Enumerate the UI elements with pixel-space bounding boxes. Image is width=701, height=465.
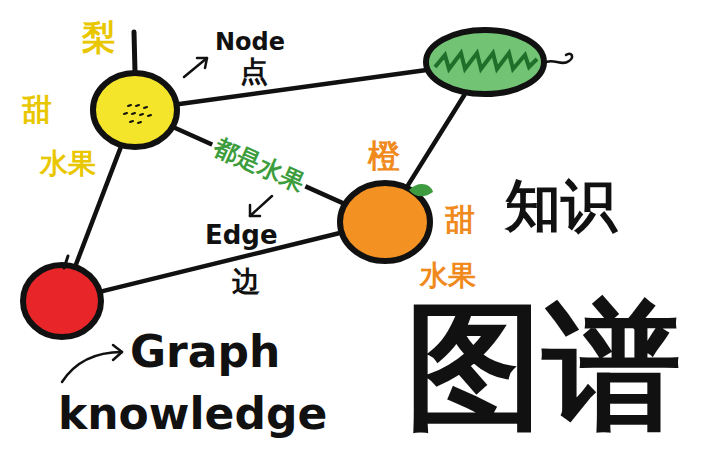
edge-pointer	[250, 196, 272, 216]
node-callout: Node	[215, 30, 285, 54]
english-word: knowledge	[58, 392, 327, 436]
orange-leaf	[409, 184, 433, 196]
fruit-node	[20, 262, 104, 340]
attribute-label: 水果	[40, 150, 96, 178]
pear-dot	[138, 122, 141, 123]
pear-dot	[130, 121, 133, 122]
english-word: Graph	[130, 330, 280, 374]
heading-word: 知识	[505, 178, 617, 234]
fruit-node	[423, 27, 547, 97]
attribute-label: 梨	[82, 20, 116, 54]
attribute-label: 甜	[22, 95, 52, 125]
fruit-outline	[93, 73, 177, 147]
relation-edge	[408, 95, 464, 185]
pear-dot	[132, 113, 135, 114]
pear-dot	[124, 113, 127, 114]
fruit-shape	[337, 180, 433, 264]
fruit-shape	[90, 70, 180, 150]
edge-label: 都是水果	[207, 133, 311, 198]
edge-callout-cn: 边	[232, 268, 260, 296]
pear-dot	[140, 114, 143, 115]
attribute-label: 水果	[420, 262, 476, 290]
melon-stripe	[435, 53, 537, 69]
edge-pointer-head	[250, 205, 260, 216]
edge-callout: Edge	[205, 222, 278, 248]
fruit-outline	[23, 265, 101, 337]
pear-dot	[148, 115, 151, 116]
fruit-outline	[426, 30, 544, 94]
heading-word: 图谱	[405, 298, 681, 436]
pear-dot	[144, 107, 147, 108]
pear-dot	[136, 105, 139, 106]
graph-pointer	[62, 352, 122, 382]
pear-stem	[134, 32, 135, 72]
node-pointer-head	[197, 58, 207, 68]
node-callout-cn: 点	[240, 58, 268, 86]
fruit-shape	[20, 262, 104, 340]
attribute-label: 橙	[368, 140, 400, 172]
fruit-node: 梨甜水果	[90, 70, 180, 150]
node-pointer	[184, 58, 207, 77]
relation-edge	[175, 128, 342, 203]
apple-stem	[64, 256, 68, 268]
attribute-label: 甜	[445, 205, 475, 235]
graph-pointer-head	[113, 345, 122, 360]
melon-tail	[544, 54, 572, 63]
fruit-shape	[423, 27, 547, 97]
relation-edge	[179, 70, 424, 104]
fruit-node: 橙甜水果	[337, 180, 433, 264]
pear-dot	[128, 105, 131, 106]
